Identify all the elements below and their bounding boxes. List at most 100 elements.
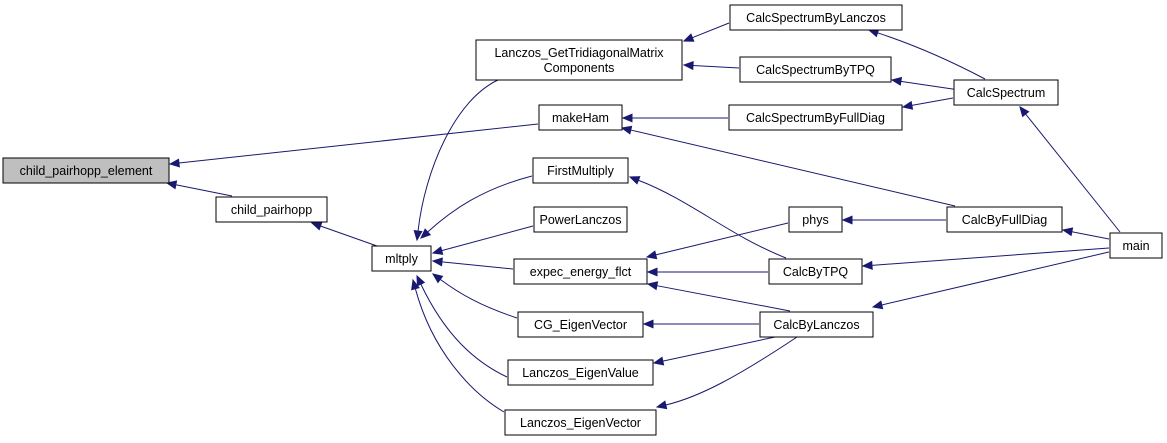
node-firstmultiply[interactable]: FirstMultiply bbox=[532, 157, 629, 184]
edge-main-to-CalcByLanczos bbox=[871, 251, 1110, 310]
node-box[interactable] bbox=[759, 311, 874, 338]
edge-arrowhead bbox=[310, 221, 323, 231]
node-lanczos-eigenvector[interactable]: Lanczos_EigenVector bbox=[504, 409, 657, 436]
node-box[interactable] bbox=[215, 196, 328, 223]
node-label: Lanczos_GetTridiagonalMatrix bbox=[494, 46, 664, 60]
node-box[interactable] bbox=[1109, 232, 1163, 259]
edge-arrowhead bbox=[871, 300, 884, 310]
node-calcbyfulldiag[interactable]: CalcByFullDiag bbox=[946, 206, 1063, 233]
node-box[interactable] bbox=[946, 206, 1063, 233]
node-calcspectrumbylanczos[interactable]: CalcSpectrumByLanczos bbox=[729, 4, 903, 31]
node-child-pairhopp-element[interactable]: child_pairhopp_element bbox=[2, 157, 170, 184]
node-label: expec_energy_flct bbox=[530, 265, 632, 279]
edge-main-to-CalcByTPQ bbox=[861, 247, 1110, 270]
node-box[interactable] bbox=[513, 258, 648, 285]
edge-CalcByLanczos-to-Lanczos_EigenValue bbox=[652, 336, 776, 366]
edge-line bbox=[656, 285, 791, 312]
node-label: mltply bbox=[385, 252, 418, 266]
node-box[interactable] bbox=[533, 206, 628, 233]
node-box[interactable] bbox=[729, 4, 903, 31]
node-box[interactable] bbox=[728, 104, 903, 131]
edge-line bbox=[414, 288, 505, 413]
edge-line bbox=[655, 222, 789, 256]
node-powerlanczos[interactable]: PowerLanczos bbox=[533, 206, 628, 233]
edge-child_pairhopp-to-child_pairhopp_element bbox=[165, 180, 233, 197]
node-label: PowerLanczos bbox=[540, 213, 622, 227]
edge-arrowhead bbox=[1019, 105, 1030, 118]
node-label: CalcByTPQ bbox=[783, 265, 849, 279]
node-box[interactable] bbox=[507, 359, 654, 386]
node-expec-energy-flct[interactable]: expec_energy_flct bbox=[513, 258, 648, 285]
edge-CalcSpectrumByTPQ-to-Lanczos_GetTridiagonalMatrixComponents bbox=[682, 60, 740, 71]
node-calcspectrum[interactable]: CalcSpectrum bbox=[953, 79, 1059, 106]
node-box[interactable] bbox=[517, 311, 644, 338]
edge-phys-to-expec_energy_flct bbox=[645, 222, 789, 260]
node-cg-eigenvector[interactable]: CG_EigenVector bbox=[517, 311, 644, 338]
edge-arrowhead bbox=[652, 356, 665, 366]
node-label: CalcByLanczos bbox=[773, 318, 859, 332]
edge-arrowhead bbox=[901, 100, 914, 110]
node-main[interactable]: main bbox=[1109, 232, 1163, 259]
edge-Lanczos_EigenValue-to-mltply bbox=[416, 274, 508, 378]
node-mltply[interactable]: mltply bbox=[371, 245, 432, 272]
edge-line bbox=[1071, 231, 1110, 240]
node-box[interactable] bbox=[371, 245, 432, 272]
edge-line bbox=[881, 251, 1110, 306]
node-label: Lanczos_EigenValue bbox=[522, 366, 639, 380]
node-makeham[interactable]: makeHam bbox=[538, 104, 623, 131]
edge-CalcByFullDiag-to-makeHam bbox=[620, 125, 956, 207]
edge-CalcSpectrumByFullDiag-to-makeHam bbox=[621, 113, 728, 123]
edge-arrowhead bbox=[168, 158, 180, 168]
node-calcbytpq[interactable]: CalcByTPQ bbox=[768, 258, 863, 285]
node-label: child_pairhopp_element bbox=[20, 164, 153, 178]
edge-line bbox=[877, 32, 986, 80]
edge-arrowhead bbox=[413, 230, 423, 242]
edge-line bbox=[420, 283, 508, 378]
edge-line bbox=[320, 225, 378, 247]
edge-arrowhead bbox=[411, 278, 420, 291]
edge-main-to-CalcByFullDiag bbox=[1061, 227, 1110, 240]
edge-arrowhead bbox=[416, 274, 426, 287]
edge-CalcByLanczos-to-Lanczos_EigenVector bbox=[655, 336, 798, 410]
node-box[interactable] bbox=[532, 157, 629, 184]
call-graph-nodes: child_pairhopp_element child_pairhoppmltp… bbox=[2, 4, 1163, 436]
edge-line bbox=[427, 175, 533, 233]
edge-CG_EigenVector-to-mltply bbox=[431, 273, 518, 319]
node-box[interactable] bbox=[788, 206, 843, 233]
edge-line bbox=[911, 97, 954, 106]
edge-arrowhead bbox=[642, 319, 654, 329]
node-label: Components bbox=[544, 61, 615, 75]
edge-line bbox=[692, 22, 730, 39]
node-box[interactable] bbox=[475, 39, 683, 81]
edge-CalcSpectrum-to-CalcSpectrumByFullDiag bbox=[901, 97, 954, 110]
edge-arrowhead bbox=[682, 60, 694, 71]
node-lanczos-eigenvalue[interactable]: Lanczos_EigenValue bbox=[507, 359, 654, 386]
node-label: makeHam bbox=[552, 111, 609, 125]
node-phys[interactable]: phys bbox=[788, 206, 843, 233]
node-label: main bbox=[1122, 239, 1149, 253]
edge-arrowhead bbox=[621, 113, 633, 123]
edge-CalcByFullDiag-to-phys bbox=[841, 215, 946, 225]
edge-arrowhead bbox=[431, 246, 444, 255]
edge-line bbox=[630, 129, 956, 207]
node-calcspectrumbytpq[interactable]: CalcSpectrumByTPQ bbox=[739, 56, 892, 83]
node-box[interactable] bbox=[504, 409, 657, 436]
edge-line bbox=[178, 123, 539, 164]
edge-arrowhead bbox=[655, 400, 668, 410]
edge-line bbox=[1025, 113, 1121, 233]
edge-arrowhead bbox=[861, 260, 873, 270]
edge-CalcByLanczos-to-expec_energy_flct bbox=[646, 281, 791, 312]
node-label: FirstMultiply bbox=[547, 164, 614, 178]
node-box[interactable] bbox=[953, 79, 1059, 106]
node-calcspectrumbyfulldiag[interactable]: CalcSpectrumByFullDiag bbox=[728, 104, 903, 131]
node-box[interactable] bbox=[739, 56, 892, 83]
node-box[interactable] bbox=[538, 104, 623, 131]
node-calcbylanczos[interactable]: CalcByLanczos bbox=[759, 311, 874, 338]
edge-arrowhead bbox=[890, 76, 903, 86]
node-child-pairhopp[interactable]: child_pairhopp bbox=[215, 196, 328, 223]
node-box[interactable] bbox=[2, 157, 170, 184]
node-box[interactable] bbox=[768, 258, 863, 285]
edge-CalcByTPQ-to-expec_energy_flct bbox=[646, 267, 768, 277]
